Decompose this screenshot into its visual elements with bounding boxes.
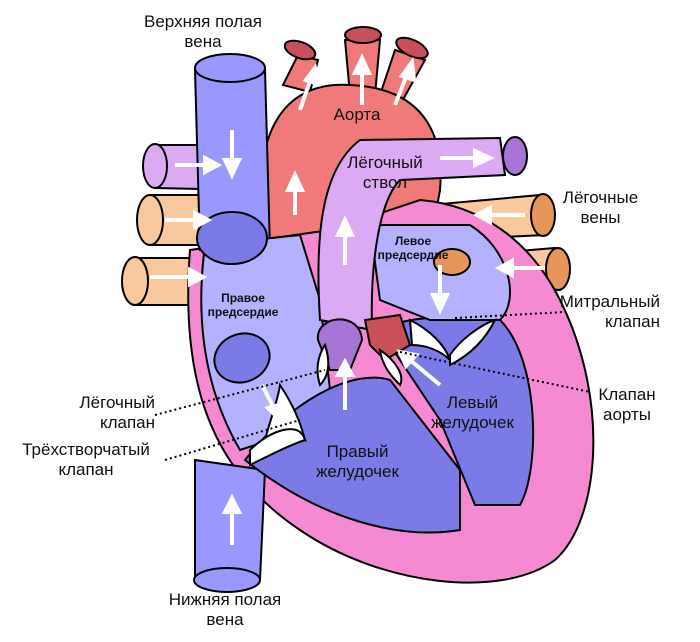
right-ventricle-chamber: [243, 376, 461, 534]
label-aorta: Аорта: [333, 105, 381, 124]
flow-arrows: [150, 53, 545, 545]
aortic-valve: [363, 313, 412, 362]
label-pulmonary-veins: Лёгочные вены: [562, 188, 639, 227]
label-left-atrium: Левое предсердие: [377, 234, 449, 262]
label-pulmonary-trunk: Лёгочный ствол: [347, 153, 423, 192]
label-mitral-valve: Митральный клапан: [559, 292, 660, 331]
pulmonary-valve: [316, 318, 364, 371]
svc-opening: [196, 211, 268, 265]
label-left-ventricle: Левый желудочек: [431, 393, 514, 432]
label-superior-vena-cava: Верхняя полая вена: [144, 12, 262, 51]
label-pulmonary-valve: Лёгочный клапан: [79, 393, 155, 432]
pulmonary-trunk: [317, 136, 507, 332]
label-right-ventricle: Правый желудочек: [316, 442, 399, 481]
label-aortic-valve: Клапан аорты: [598, 385, 656, 424]
pulmonary-trunk-opening: [502, 136, 528, 176]
leader-lines: [154, 311, 591, 461]
label-right-atrium: Правое предсердие: [207, 291, 279, 319]
label-inferior-vena-cava: Нижняя полая вена: [168, 590, 282, 629]
pulm-vein-opening: [433, 248, 471, 276]
ivc-opening: [213, 332, 271, 384]
label-tricuspid-valve: Трёхстворчатый клапан: [22, 440, 150, 479]
